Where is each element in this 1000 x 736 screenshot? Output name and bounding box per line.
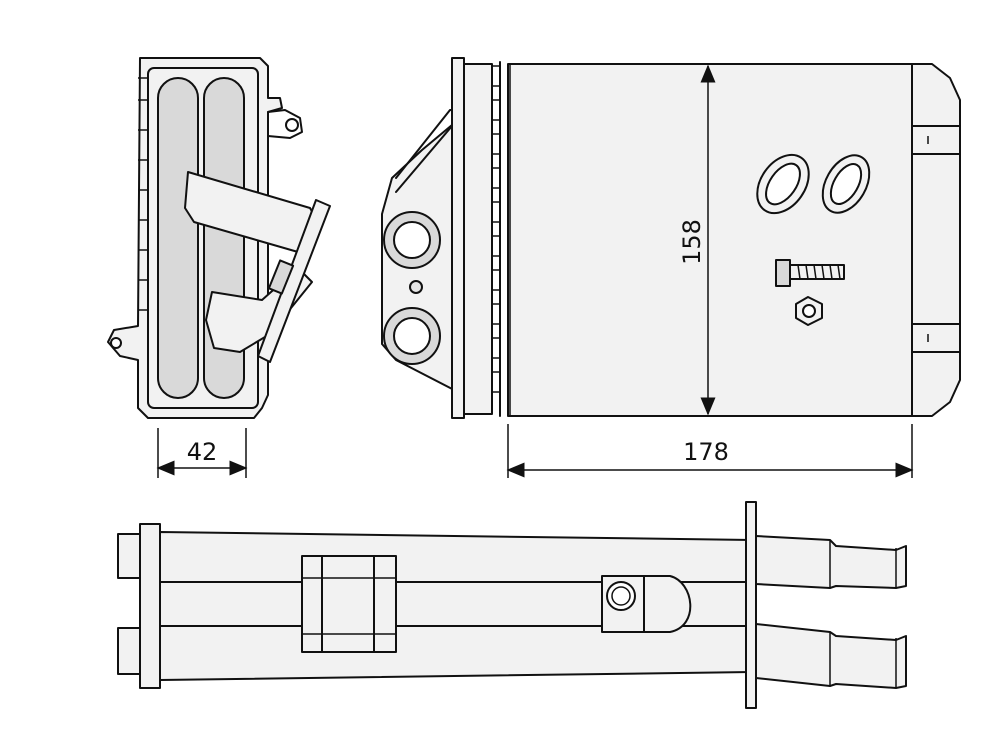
dimension-height-label: 158 bbox=[678, 219, 706, 265]
front-view-port-upper-inner bbox=[393, 221, 431, 259]
front-view-tank-teeth bbox=[491, 65, 501, 412]
side-view bbox=[107, 57, 331, 419]
dimension-height: 158 bbox=[678, 64, 716, 416]
dimension-width-label: 178 bbox=[683, 438, 729, 466]
front-view bbox=[381, 57, 961, 419]
top-view-flange bbox=[745, 501, 757, 709]
front-view-end-bracket-top bbox=[911, 125, 961, 155]
top-view-tube-lower bbox=[159, 625, 753, 681]
top-view-outlet-upper bbox=[755, 535, 907, 589]
side-mount-hole-top bbox=[285, 118, 299, 132]
front-view-end-tank bbox=[911, 63, 961, 417]
front-view-center-bolt bbox=[409, 280, 423, 294]
top-view-left-plate bbox=[139, 523, 161, 689]
top-view bbox=[117, 501, 907, 709]
top-view-bracket-hole bbox=[606, 581, 636, 611]
front-view-core bbox=[507, 63, 913, 417]
top-view-tube-upper bbox=[159, 531, 753, 583]
side-view-tube-left bbox=[157, 77, 199, 399]
side-view-clip bbox=[267, 259, 295, 295]
front-view-tank bbox=[463, 63, 493, 415]
dimension-depth: 42 bbox=[156, 428, 248, 478]
side-view-flange bbox=[257, 199, 331, 363]
side-mount-hole-bottom bbox=[110, 337, 122, 349]
dimension-depth-label: 42 bbox=[187, 438, 218, 466]
front-view-end-bracket-bottom bbox=[911, 323, 961, 353]
front-view-port-lower-inner bbox=[393, 317, 431, 355]
top-view-outlet-lower bbox=[755, 623, 907, 689]
dimension-width: 178 bbox=[506, 424, 914, 478]
top-view-left-cap-lower bbox=[117, 627, 141, 675]
front-view-flange bbox=[451, 57, 465, 419]
top-view-left-cap-upper bbox=[117, 533, 141, 579]
bolt-head bbox=[775, 259, 791, 287]
top-view-clip bbox=[301, 555, 397, 653]
